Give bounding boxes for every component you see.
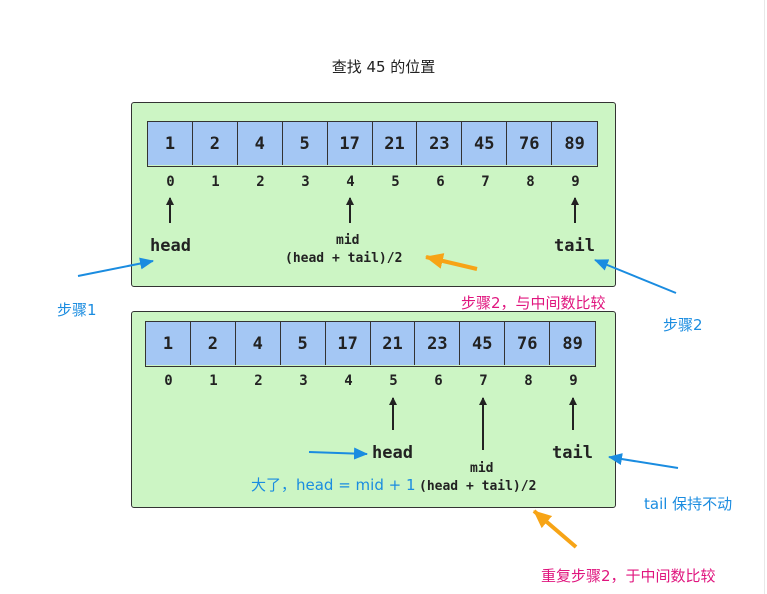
- array-cell: 89: [550, 322, 596, 365]
- step1-mid-formula: (head + tail)/2: [285, 251, 403, 266]
- step2-annotation: 步骤2: [663, 316, 703, 334]
- index-label: 1: [209, 373, 218, 389]
- step2-index-row: 0 1 2 3 4 5 6 7 8 9: [146, 373, 596, 389]
- array-cell: 21: [370, 322, 416, 365]
- step2-tail-label: tail: [552, 443, 593, 463]
- array-cell: 21: [372, 122, 418, 165]
- index-label: 0: [166, 174, 175, 190]
- index-label: 2: [254, 373, 263, 389]
- array-cell: 1: [146, 322, 191, 365]
- step1-array: 1 2 4 5 17 21 23 45 76 89: [147, 121, 598, 167]
- index-label: 1: [211, 174, 220, 190]
- index-label: 7: [481, 174, 490, 190]
- repeat-step2-annotation: 重复步骤2，于中间数比较: [541, 567, 716, 585]
- compare-highlight-arrow: [425, 253, 478, 271]
- index-label: 6: [436, 174, 445, 190]
- step2-array: 1 2 4 5 17 21 23 45 76 89: [145, 321, 596, 367]
- step2-annotation-arrow: [594, 259, 677, 294]
- index-label: 5: [391, 174, 400, 190]
- index-label: 7: [479, 373, 488, 389]
- array-cell: 4: [237, 122, 283, 165]
- head-move-arrow: [308, 447, 368, 460]
- index-label: 4: [344, 373, 353, 389]
- index-label: 3: [301, 174, 310, 190]
- array-cell: 1: [148, 122, 193, 165]
- array-cell: 4: [235, 322, 281, 365]
- array-cell: 76: [505, 322, 551, 365]
- repeat-highlight-arrow: [532, 509, 578, 549]
- index-label: 8: [526, 174, 535, 190]
- array-cell: 2: [190, 322, 236, 365]
- array-cell: 45: [460, 322, 506, 365]
- index-label: 4: [346, 174, 355, 190]
- tail-keep-arrow: [608, 453, 679, 469]
- array-cell: 23: [417, 122, 463, 165]
- step2-compare-annotation: 步骤2，与中间数比较: [461, 294, 606, 312]
- tail-keep-annotation: tail 保持不动: [644, 495, 733, 513]
- head-move-note: 大了，head = mid + 1: [251, 476, 416, 494]
- array-cell: 5: [282, 122, 328, 165]
- step2-mid-label: mid: [470, 461, 494, 476]
- index-label: 0: [164, 373, 173, 389]
- index-label: 5: [389, 373, 398, 389]
- array-cell: 89: [552, 122, 598, 165]
- page-right-border: [764, 0, 765, 594]
- step1-index-row: 0 1 2 3 4 5 6 7 8 9: [148, 174, 598, 190]
- step1-annotation: 步骤1: [57, 301, 97, 319]
- index-label: 9: [571, 174, 580, 190]
- step2-head-label: head: [372, 443, 413, 463]
- index-label: 6: [434, 373, 443, 389]
- step1-annotation-arrow: [77, 257, 154, 277]
- step1-tail-label: tail: [554, 236, 595, 256]
- index-label: 2: [256, 174, 265, 190]
- array-cell: 76: [507, 122, 553, 165]
- step1-mid-label: mid: [336, 233, 360, 248]
- diagram-title: 查找 45 的位置: [331, 58, 436, 76]
- array-cell: 45: [462, 122, 508, 165]
- index-label: 8: [524, 373, 533, 389]
- array-cell: 2: [192, 122, 238, 165]
- array-cell: 23: [415, 322, 461, 365]
- step2-mid-formula: (head + tail)/2: [419, 479, 537, 494]
- array-cell: 17: [325, 322, 371, 365]
- array-cell: 5: [280, 322, 326, 365]
- step1-head-label: head: [150, 236, 191, 256]
- array-cell: 17: [327, 122, 373, 165]
- index-label: 3: [299, 373, 308, 389]
- index-label: 9: [569, 373, 578, 389]
